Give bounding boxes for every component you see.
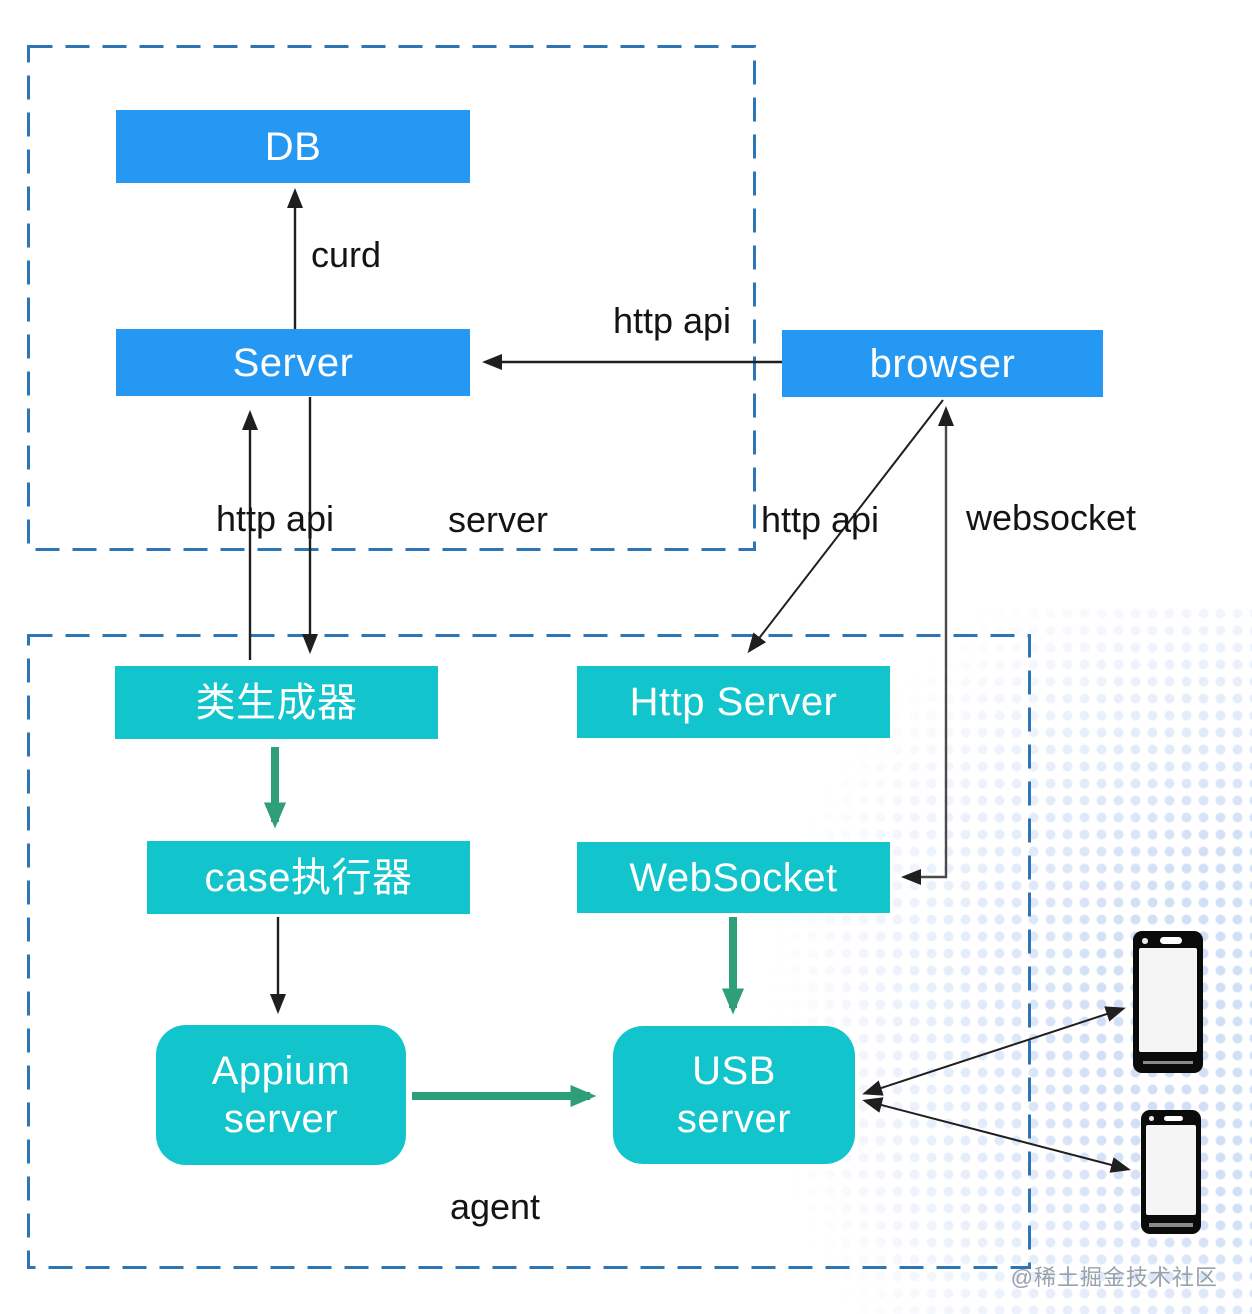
phone-chin-line	[1142, 1060, 1194, 1065]
edge-label-curd: curd	[310, 234, 382, 275]
node-usb-server: USB server	[613, 1026, 855, 1164]
arrow-usbserver-phone1	[862, 1006, 1126, 1096]
group-label-agent: agent	[449, 1186, 541, 1227]
node-class-generator: 类生成器	[115, 666, 438, 739]
node-case-executor: case执行器	[147, 841, 470, 914]
phone-screen	[1139, 948, 1197, 1052]
node-server: Server	[116, 329, 470, 396]
group-label-server: server	[447, 499, 549, 540]
edge-label-http-api-left: http api	[215, 498, 335, 539]
phone-speaker	[1159, 937, 1182, 944]
node-http-server: Http Server	[577, 666, 890, 738]
phone-icon	[1141, 1110, 1201, 1234]
node-db: DB	[116, 110, 470, 183]
phone-camera-dot	[1142, 938, 1149, 944]
arrow-browser-websocket	[901, 406, 954, 885]
arrow-usbserver-phone2	[862, 1097, 1131, 1173]
phone-icon	[1133, 931, 1203, 1073]
phone-screen	[1146, 1124, 1196, 1216]
server-group-border	[27, 45, 756, 551]
edge-label-http-api-top: http api	[612, 300, 732, 341]
node-appium-server: Appium server	[156, 1025, 406, 1165]
phone-speaker	[1163, 1115, 1183, 1122]
watermark: @稀土掘金技术社区	[1010, 1265, 1218, 1290]
phone-camera-dot	[1148, 1116, 1155, 1122]
agent-group-border	[27, 634, 1031, 1269]
node-browser: browser	[782, 330, 1103, 397]
node-websocket: WebSocket	[577, 842, 890, 913]
phone-chin-line	[1149, 1223, 1193, 1227]
edge-label-http-api-mid: http api	[760, 499, 880, 540]
edge-label-websocket: websocket	[965, 497, 1137, 538]
